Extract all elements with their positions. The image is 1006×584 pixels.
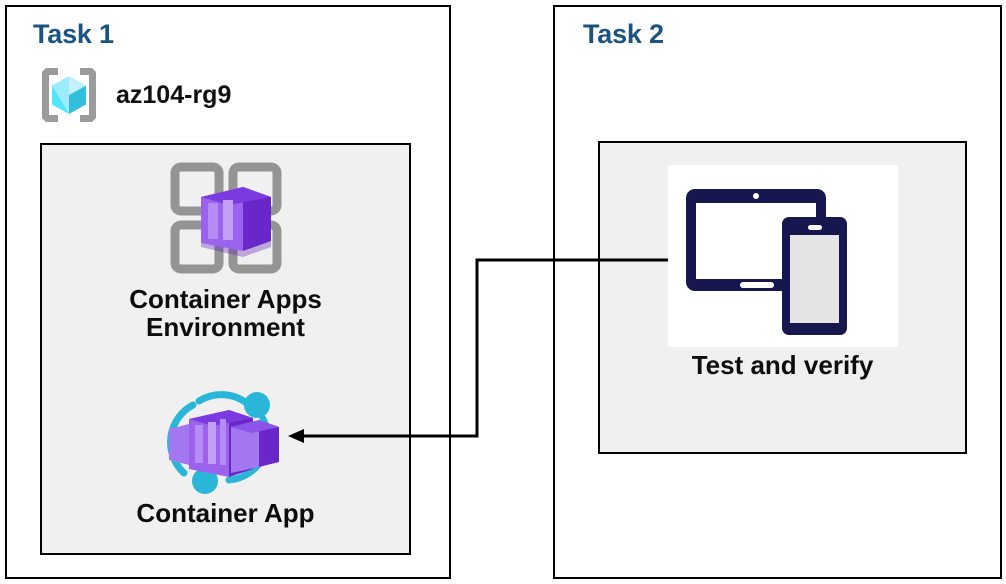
task-1-inner-panel: Container Apps Environment [40,143,411,555]
node-container-apps-environment: Container Apps Environment [42,155,409,341]
task-2-title: Task 2 [583,19,664,49]
task-1-title: Task 1 [33,19,114,49]
container-app-icon [151,385,301,495]
resource-group-row: az104-rg9 [36,62,231,128]
test-and-verify-devices-icon [667,165,898,347]
test-and-verify-label: Test and verify [691,350,874,380]
container-apps-environment-icon [163,155,289,281]
container-apps-environment-label: Container Apps Environment [129,284,322,343]
container-app-label: Container App [136,498,315,528]
resource-group-icon [36,62,102,128]
node-container-app: Container App [42,385,409,527]
task-2-inner-panel: Test and verify [598,141,967,454]
node-test-and-verify: Test and verify [600,165,965,379]
resource-group-label: az104-rg9 [116,80,232,109]
